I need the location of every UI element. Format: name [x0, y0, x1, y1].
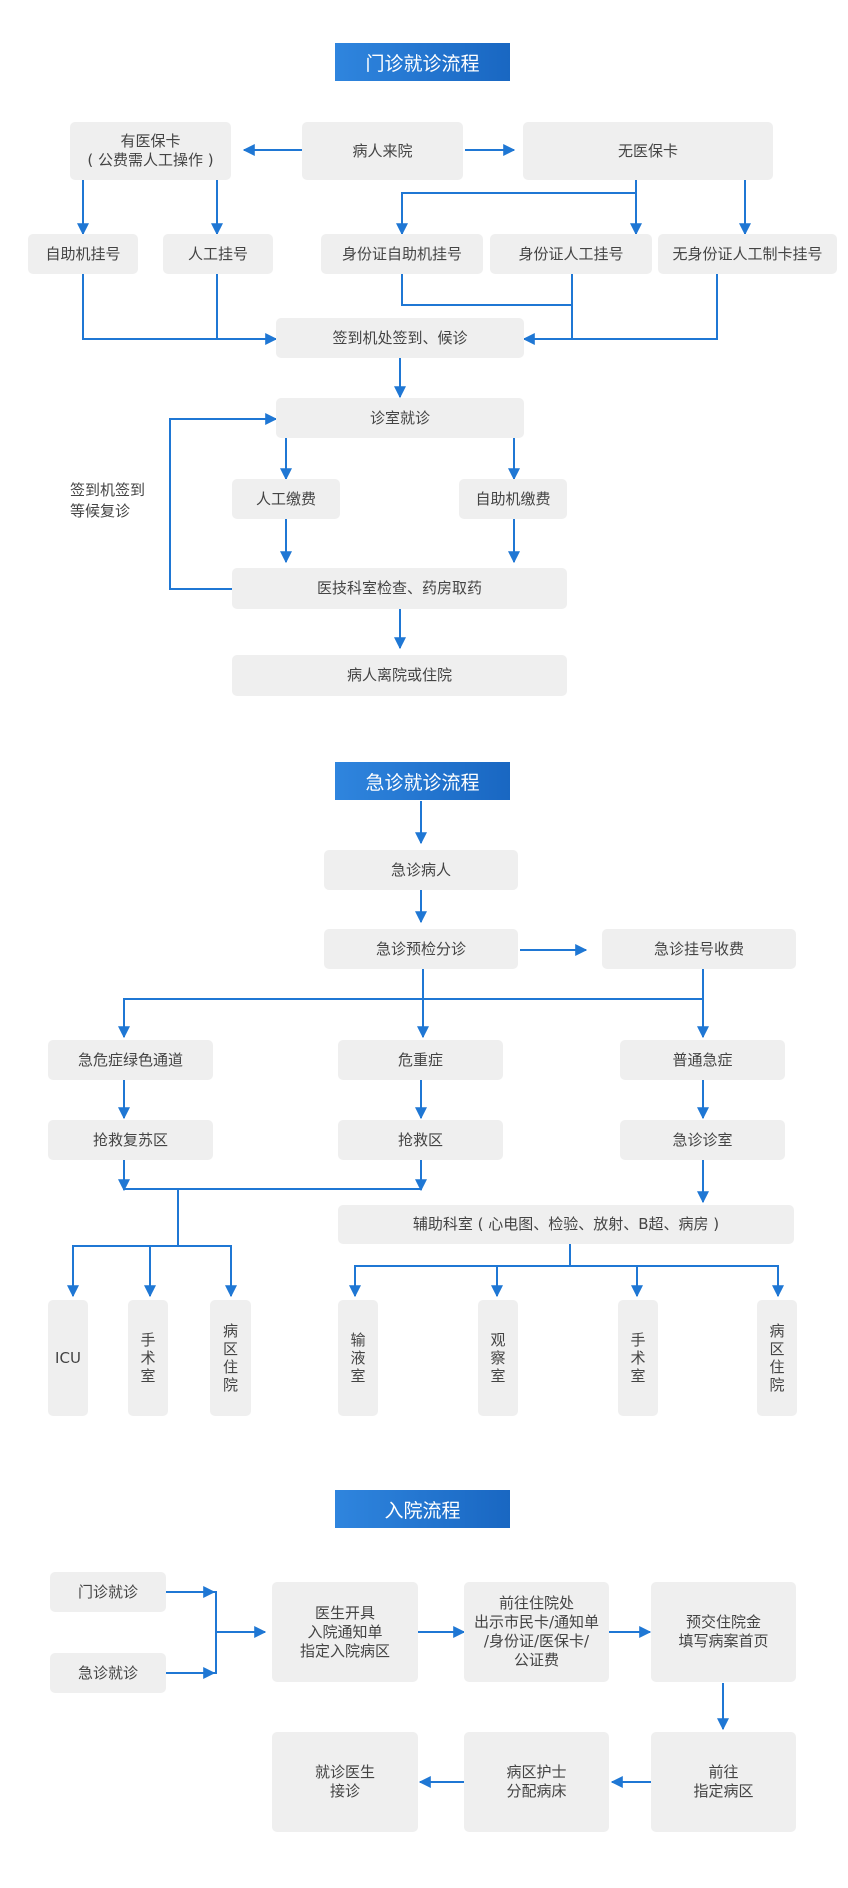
node-doctor-notice: 医生开具 入院通知单 指定入院病区	[272, 1582, 418, 1682]
node-id-manual-registration: 身份证人工挂号	[490, 234, 652, 274]
node-insured-card-line1: 有医保卡	[120, 132, 181, 150]
node-critical: 危重症	[338, 1040, 503, 1080]
node-observation-room-label: 观察室	[490, 1331, 506, 1385]
node-no-id-registration: 无身份证人工制卡挂号	[658, 234, 837, 274]
node-observation-room: 观察室	[478, 1300, 518, 1416]
node-ward-admission-1-label: 病区住院	[223, 1322, 239, 1394]
node-emergency-visit: 急诊就诊	[50, 1653, 166, 1693]
revisit-note: 签到机签到 等候复诊	[70, 480, 145, 522]
node-ward-nurse-line1: 病区护士	[506, 1763, 567, 1781]
node-visit-doctor: 就诊医生 接诊	[272, 1732, 418, 1832]
node-rescue-area: 抢救区	[338, 1120, 503, 1160]
node-doctor-notice-line3: 指定入院病区	[299, 1641, 390, 1660]
node-visit-doctor-line2: 接诊	[329, 1782, 360, 1800]
node-doctor-notice-line2: 入院通知单	[307, 1622, 383, 1641]
node-deposit-line2: 填写病案首页	[678, 1632, 769, 1650]
node-consultation-room: 诊室就诊	[276, 398, 524, 438]
node-surgery-room-2-label: 手术室	[630, 1331, 646, 1385]
admission-title: 入院流程	[335, 1490, 510, 1528]
node-emergency-room: 急诊诊室	[620, 1120, 785, 1160]
node-green-channel: 急危症绿色通道	[48, 1040, 213, 1080]
node-admission-office: 前往住院处 出示市民卡/通知单 /身份证/医保卡/ 公证费	[464, 1582, 609, 1682]
node-admission-office-line2: 出示市民卡/通知单	[473, 1613, 600, 1631]
node-triage: 急诊预检分诊	[324, 929, 518, 969]
node-goto-ward: 前往 指定病区	[651, 1732, 796, 1832]
node-ward-admission-2: 病区住院	[757, 1300, 797, 1416]
node-auxiliary-departments: 辅助科室 ( 心电图、检验、放射、B超、病房 )	[338, 1205, 794, 1244]
node-ward-nurse: 病区护士 分配病床	[464, 1732, 609, 1832]
node-self-registration: 自助机挂号	[28, 234, 138, 274]
node-patient-arrive: 病人来院	[302, 122, 463, 180]
node-surgery-room-2: 手术室	[618, 1300, 658, 1416]
node-surgery-room-1-label: 手术室	[140, 1331, 156, 1385]
node-infusion-room: 输液室	[338, 1300, 378, 1416]
node-checkin-wait: 签到机处签到、候诊	[276, 318, 524, 358]
node-insured-card-line2: ( 公费需人工操作 )	[87, 151, 214, 169]
node-leave-or-admit: 病人离院或住院	[232, 655, 567, 696]
node-admission-office-line1: 前往住院处	[498, 1594, 574, 1612]
revisit-note-line2: 等候复诊	[70, 502, 131, 520]
revisit-note-line1: 签到机签到	[70, 481, 146, 499]
node-deposit-line1: 预交住院金	[685, 1613, 761, 1631]
node-ward-admission-2-label: 病区住院	[769, 1322, 785, 1394]
node-goto-ward-line2: 指定病区	[693, 1782, 754, 1800]
node-outpatient-visit: 门诊就诊	[50, 1572, 166, 1612]
emergency-title: 急诊就诊流程	[335, 762, 510, 800]
node-infusion-room-label: 输液室	[350, 1331, 366, 1385]
node-admission-office-line3: /身份证/医保卡/	[483, 1632, 590, 1650]
node-icu: ICU	[48, 1300, 88, 1416]
node-icu-label: ICU	[55, 1349, 81, 1367]
node-id-self-registration: 身份证自助机挂号	[321, 234, 483, 274]
node-insured-card: 有医保卡 ( 公费需人工操作 )	[70, 122, 231, 180]
node-doctor-notice-line1: 医生开具	[314, 1603, 375, 1622]
node-ward-nurse-line2: 分配病床	[506, 1782, 567, 1800]
node-surgery-room-1: 手术室	[128, 1300, 168, 1416]
node-manual-registration: 人工挂号	[163, 234, 273, 274]
node-admission-office-line4: 公证费	[513, 1651, 559, 1669]
node-no-insured-card: 无医保卡	[523, 122, 773, 180]
node-visit-doctor-line1: 就诊医生	[314, 1763, 375, 1781]
node-self-payment: 自助机缴费	[459, 479, 567, 519]
node-general-emergency: 普通急症	[620, 1040, 785, 1080]
node-ward-admission-1: 病区住院	[210, 1300, 251, 1416]
node-goto-ward-line1: 前往	[708, 1763, 739, 1781]
node-emergency-patient: 急诊病人	[324, 850, 518, 890]
node-registration-fee: 急诊挂号收费	[602, 929, 796, 969]
node-deposit: 预交住院金 填写病案首页	[651, 1582, 796, 1682]
node-resuscitation-area: 抢救复苏区	[48, 1120, 213, 1160]
outpatient-title: 门诊就诊流程	[335, 43, 510, 81]
node-manual-payment: 人工缴费	[232, 479, 340, 519]
node-exam-pharmacy: 医技科室检查、药房取药	[232, 568, 567, 609]
